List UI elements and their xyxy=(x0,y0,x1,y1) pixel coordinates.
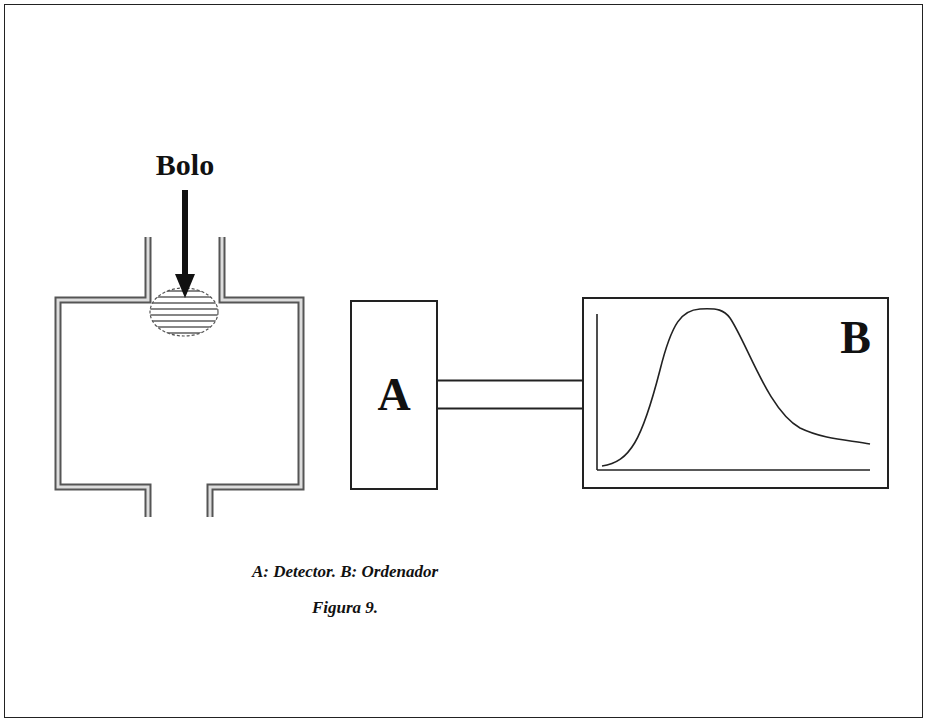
computer-box: B xyxy=(582,297,889,489)
node-letter: B xyxy=(840,315,871,361)
chamber-wall xyxy=(58,237,301,517)
bolus-arrowhead xyxy=(175,274,195,298)
bolus-arrow xyxy=(182,190,188,276)
node-letter: A xyxy=(377,372,410,418)
chamber-wall-inner xyxy=(58,237,301,517)
outer-frame xyxy=(4,4,923,718)
curve-plot xyxy=(597,309,870,470)
detector-box: A xyxy=(350,300,438,490)
figure-caption: Figura 9. xyxy=(312,598,378,618)
cable-connector xyxy=(438,381,582,409)
bolus-label: Bolo xyxy=(156,148,214,182)
legend-note: A: Detector. B: Ordenador xyxy=(252,562,438,582)
